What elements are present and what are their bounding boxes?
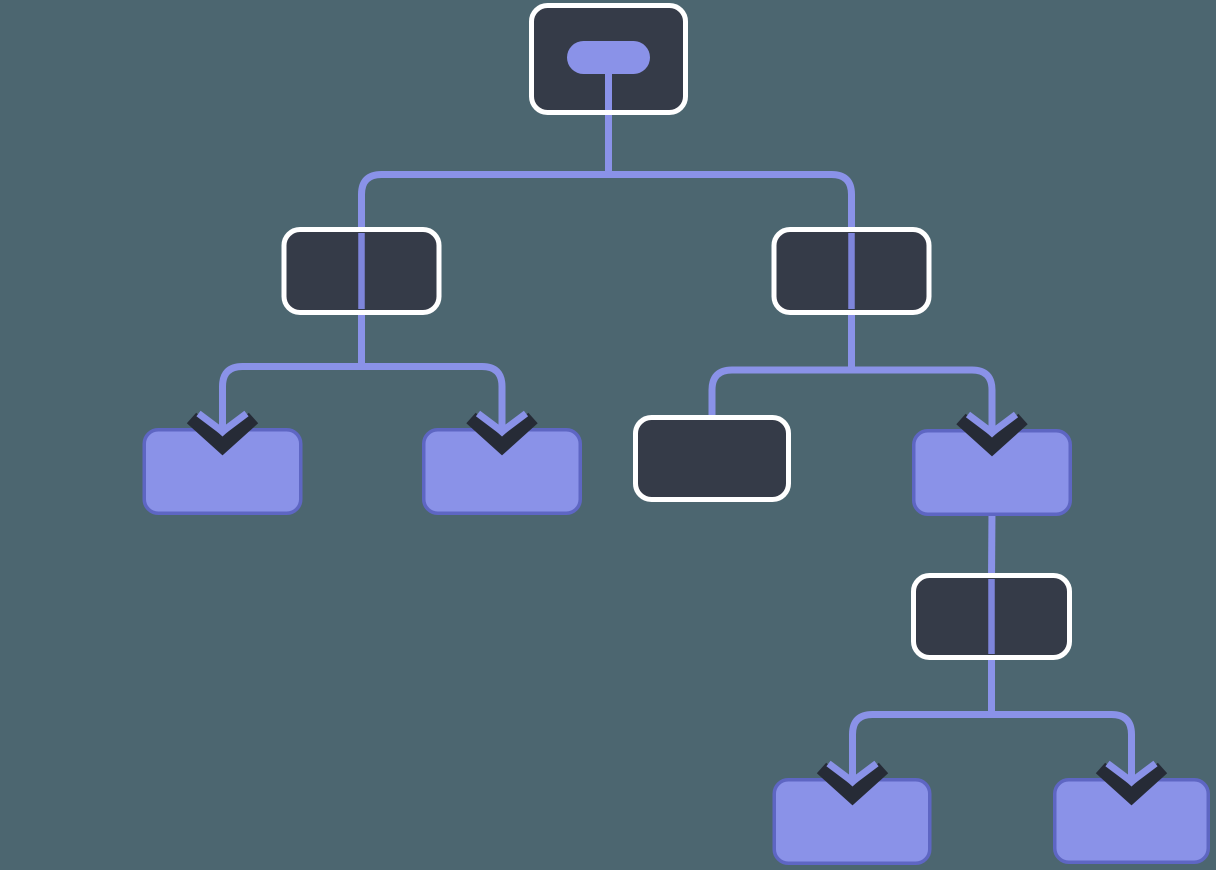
connector-line	[849, 711, 1135, 781]
drop-arrow-icon	[466, 410, 538, 456]
node-leaf-right-empty[interactable]	[633, 415, 791, 502]
connector-line	[358, 171, 855, 232]
node-icons-layer	[358, 41, 995, 654]
connector-line	[219, 363, 506, 431]
drop-arrow-icon	[1095, 760, 1168, 806]
passthrough-line-icon	[358, 233, 365, 309]
connector-line	[708, 366, 996, 432]
root-pill-icon	[567, 41, 650, 110]
connector-line	[988, 509, 996, 580]
nodes-layer	[142, 3, 1210, 865]
drop-arrow-icon	[956, 411, 1028, 457]
passthrough-line-icon	[988, 579, 995, 654]
connectors-layer	[219, 112, 1135, 781]
passthrough-line-icon	[848, 233, 855, 309]
drop-arrow-icon	[186, 410, 259, 456]
drop-arrows-layer	[186, 410, 1168, 806]
drop-arrow-icon	[816, 760, 889, 806]
